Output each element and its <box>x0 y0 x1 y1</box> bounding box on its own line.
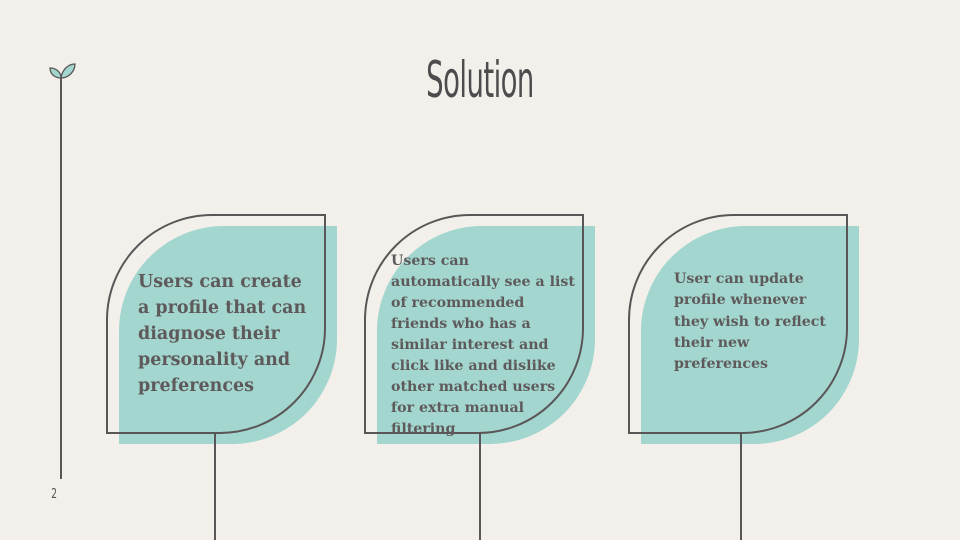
sprout-icon <box>49 63 76 79</box>
leaf-card-3-shape <box>628 214 859 540</box>
card-1-text: Users can create a profile that can diag… <box>138 272 307 396</box>
leaf-card-2-shape <box>364 214 595 540</box>
card-3-text: User can update profile whenever they wi… <box>674 271 826 373</box>
page-number: 2 <box>51 487 58 502</box>
slide-title: Solution <box>426 51 534 109</box>
leaf-card-1-shape <box>106 214 337 540</box>
card-2-text: Users can automatically see a list of re… <box>391 253 575 437</box>
